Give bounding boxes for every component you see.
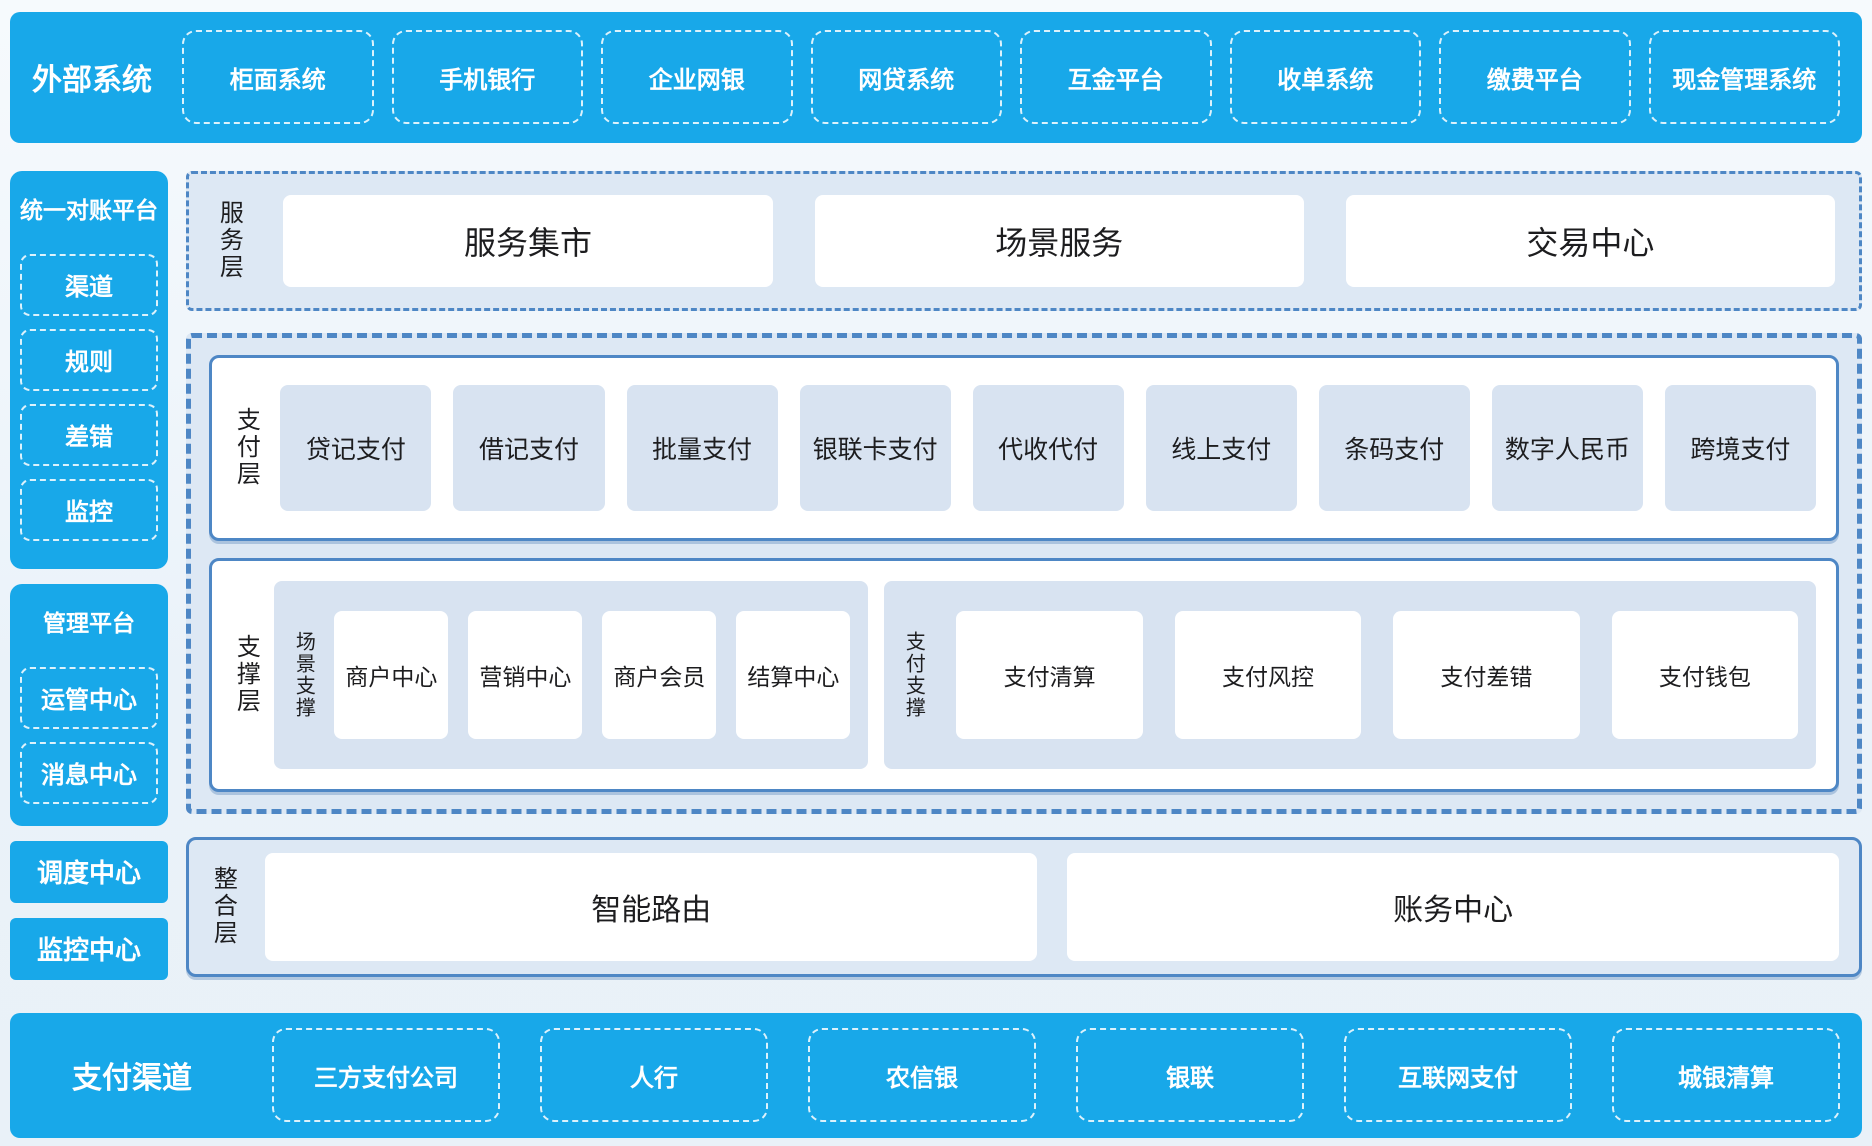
- payment-support-box: 支付钱包: [1611, 610, 1799, 739]
- external-system-item: 手机银行: [391, 30, 583, 125]
- payment-channel-item: 互联网支付: [1344, 1028, 1572, 1123]
- integration-item: 智能路由: [265, 852, 1038, 961]
- service-layer-label: 服务层: [215, 200, 243, 282]
- payment-support-box: 支付清算: [956, 610, 1143, 739]
- dispatch-center-box: 调度中心: [10, 840, 168, 903]
- external-system-item: 互金平台: [1020, 30, 1212, 125]
- scene-support-box: 商户会员: [602, 610, 717, 739]
- payment-channel-item: 三方支付公司: [272, 1028, 500, 1123]
- payment-support-box: 支付差错: [1393, 610, 1580, 739]
- payment-channel-item: 城银清算: [1612, 1028, 1840, 1123]
- external-system-item: 缴费平台: [1439, 30, 1631, 125]
- payment-type-box: 条码支付: [1318, 384, 1470, 511]
- payment-support-panel: 支付支撑 支付清算 支付风控 支付差错 支付钱包: [884, 580, 1816, 769]
- external-system-item: 现金管理系统: [1648, 30, 1840, 125]
- scene-support-box: 结算中心: [736, 610, 851, 739]
- external-systems-title: 外部系统: [32, 64, 152, 98]
- payment-type-box: 银联卡支付: [799, 384, 951, 511]
- left-sidebar: 统一对账平台 渠道 规则 差错 监控 管理平台 运管中心 消息中心 调度中心 监…: [10, 170, 168, 980]
- mgmt-item: 消息中心: [20, 741, 158, 804]
- payment-type-box: 数字人民币: [1491, 384, 1643, 511]
- payment-channels-title: 支付渠道: [72, 1062, 192, 1096]
- support-layer-label: 支撑层: [232, 634, 260, 716]
- service-item: 场景服务: [814, 194, 1304, 287]
- recon-platform-title: 统一对账平台: [20, 196, 158, 223]
- payment-channel-item: 农信银: [808, 1028, 1036, 1123]
- payment-type-box: 借记支付: [453, 384, 605, 511]
- recon-item: 监控: [20, 478, 158, 541]
- scene-support-box: 营销中心: [468, 610, 583, 739]
- mgmt-item: 运管中心: [20, 666, 158, 729]
- payment-support-label: 支付支撑: [902, 630, 925, 719]
- recon-item: 渠道: [20, 253, 158, 316]
- service-layer: 服务层 服务集市 场景服务 交易中心: [186, 170, 1862, 311]
- payment-type-box: 贷记支付: [280, 384, 432, 511]
- payment-type-box: 批量支付: [626, 384, 778, 511]
- support-layer: 支撑层 场景支撑 商户中心 营销中心 商户会员 结算中心 支付支撑 支付清算 支…: [209, 557, 1839, 792]
- payment-type-box: 线上支付: [1145, 384, 1297, 511]
- service-item: 交易中心: [1345, 194, 1835, 287]
- external-system-item: 收单系统: [1229, 30, 1421, 125]
- scene-support-box: 商户中心: [334, 610, 449, 739]
- recon-item: 规则: [20, 328, 158, 391]
- payment-channel-item: 银联: [1076, 1028, 1304, 1123]
- payment-layer-label: 支付层: [232, 407, 260, 489]
- external-system-item: 网贷系统: [810, 30, 1002, 125]
- integration-layer-label: 整合层: [209, 866, 237, 948]
- integration-item: 账务中心: [1067, 852, 1840, 961]
- payment-channel-item: 人行: [540, 1028, 768, 1123]
- payment-type-box: 代收代付: [972, 384, 1124, 511]
- payment-channels-bar: 支付渠道 三方支付公司 人行 农信银 银联 互联网支付 城银清算: [10, 1012, 1862, 1138]
- integration-layer: 整合层 智能路由 账务中心: [186, 836, 1862, 977]
- mgmt-platform-block: 管理平台 运管中心 消息中心: [10, 583, 168, 826]
- external-system-item: 企业网银: [601, 30, 793, 125]
- service-item: 服务集市: [283, 194, 773, 287]
- payment-support-region: 支付层 贷记支付 借记支付 批量支付 银联卡支付 代收代付 线上支付 条码支付 …: [186, 332, 1862, 814]
- recon-platform-block: 统一对账平台 渠道 规则 差错 监控: [10, 170, 168, 569]
- monitor-center-box: 监控中心: [10, 917, 168, 980]
- payment-type-box: 跨境支付: [1664, 384, 1816, 511]
- external-system-item: 柜面系统: [182, 30, 374, 125]
- payment-support-box: 支付风控: [1174, 610, 1362, 739]
- scene-support-panel: 场景支撑 商户中心 营销中心 商户会员 结算中心: [274, 580, 869, 769]
- scene-support-label: 场景支撑: [292, 630, 315, 719]
- payment-layer: 支付层 贷记支付 借记支付 批量支付 银联卡支付 代收代付 线上支付 条码支付 …: [209, 354, 1839, 541]
- diagram-body: 统一对账平台 渠道 规则 差错 监控 管理平台 运管中心 消息中心 调度中心 监…: [10, 170, 1862, 980]
- mgmt-platform-title: 管理平台: [43, 609, 135, 636]
- external-systems-bar: 外部系统 柜面系统 手机银行 企业网银 网贷系统 互金平台 收单系统 缴费平台 …: [10, 12, 1862, 143]
- recon-item: 差错: [20, 403, 158, 466]
- layers-content: 服务层 服务集市 场景服务 交易中心 支付层 贷记支付 借记支付 批量支付 银联…: [186, 170, 1862, 980]
